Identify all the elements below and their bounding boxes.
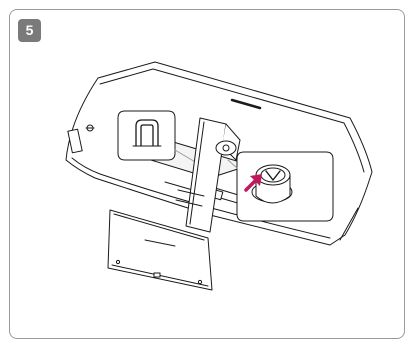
screw-detail-callout bbox=[228, 152, 333, 221]
